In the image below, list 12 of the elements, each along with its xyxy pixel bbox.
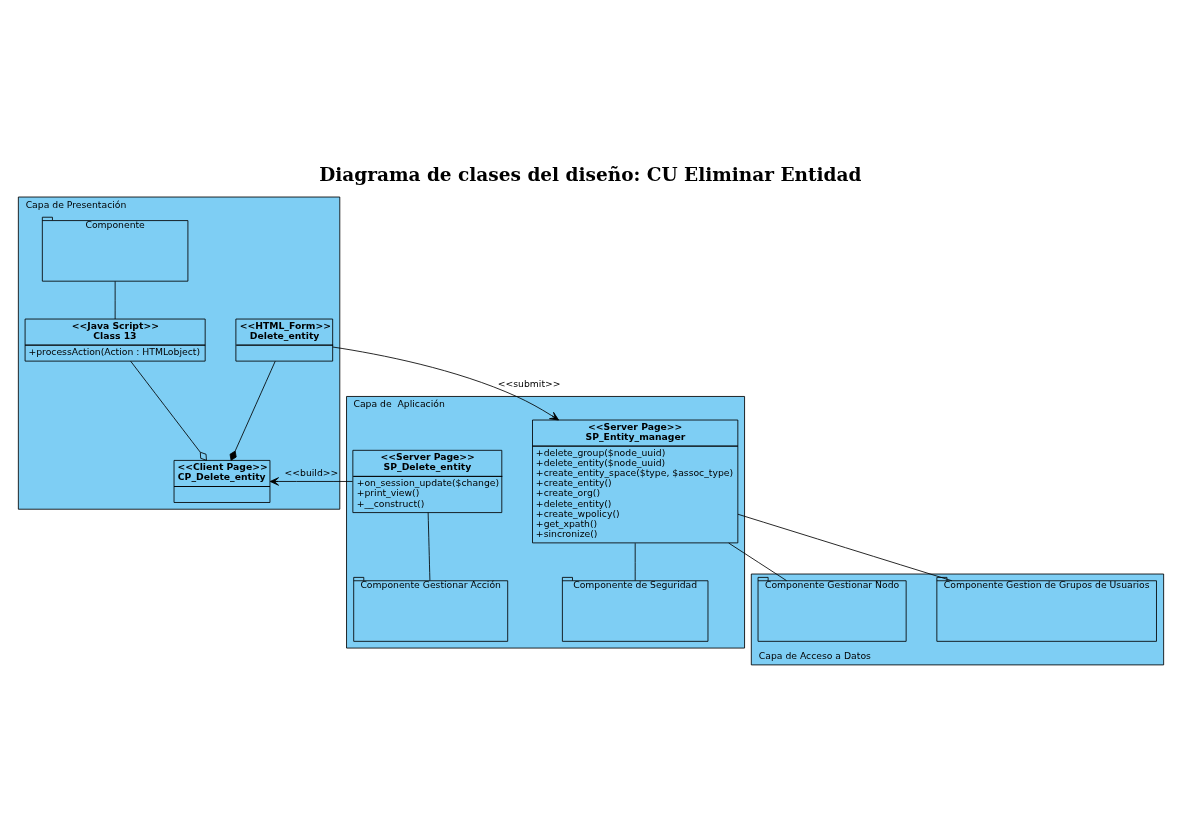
connector (728, 542, 788, 581)
connector (229, 360, 276, 461)
connector (737, 513, 953, 581)
arrow (332, 346, 559, 420)
connector (114, 280, 116, 319)
connector (634, 542, 636, 581)
diagram-title: Diagrama de clases del diseño: CU Eliminar Entidad (319, 163, 862, 185)
edge-label: <<build>> (284, 466, 339, 478)
edge-label: <<submit>> (497, 377, 561, 389)
arrow (269, 476, 353, 486)
connector (427, 511, 431, 581)
connector (130, 360, 207, 461)
